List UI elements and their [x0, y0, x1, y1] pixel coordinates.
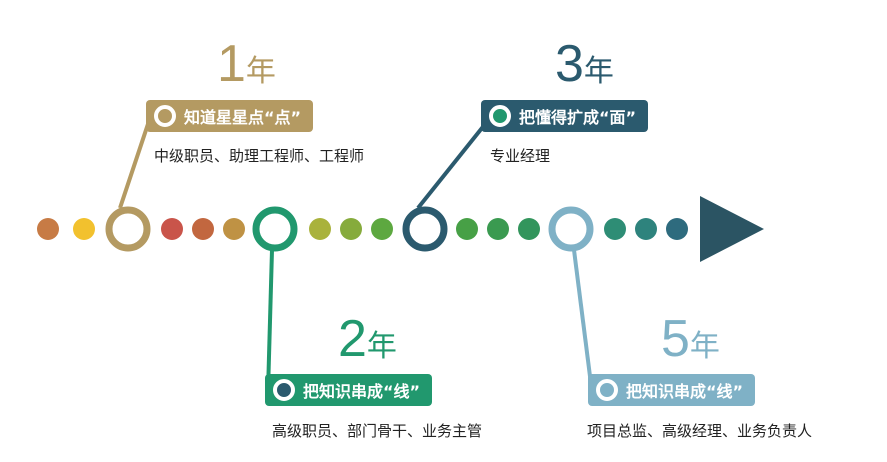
- year-5-label: 5年: [661, 313, 720, 365]
- year-3-number: 3: [555, 35, 584, 93]
- ring-bullet-icon: [596, 379, 618, 401]
- connector-line-2: [266, 249, 274, 393]
- milestone-3-roles: 专业经理: [490, 147, 551, 165]
- year-1-unit: 年: [245, 54, 276, 89]
- year-2-number: 2: [338, 310, 367, 368]
- milestone-5-roles: 项目总监、高级经理、业务负责人: [587, 422, 813, 440]
- timeline-dot: [635, 218, 657, 240]
- timeline-dot: [192, 218, 214, 240]
- timeline-dot: [518, 218, 540, 240]
- ring-bullet-icon: [154, 105, 176, 127]
- milestone-2-roles: 高级职员、部门骨干、业务主管: [272, 422, 483, 440]
- milestone-ring-5: [548, 206, 594, 252]
- timeline-dot: [309, 218, 331, 240]
- timeline-dot: [456, 218, 478, 240]
- milestone-5-badge-text: 把知识串成“线”: [626, 382, 744, 401]
- ring-bullet-icon: [273, 379, 295, 401]
- timeline-dot: [666, 218, 688, 240]
- timeline-dot: [604, 218, 626, 240]
- year-1-number: 1: [217, 35, 246, 93]
- ring-bullet-icon: [489, 105, 511, 127]
- year-5-unit: 年: [689, 329, 720, 364]
- timeline-dot: [371, 218, 393, 240]
- timeline-dot: [340, 218, 362, 240]
- year-5-number: 5: [661, 310, 690, 368]
- year-3-label: 3年: [555, 38, 614, 90]
- milestone-5-badge: 把知识串成“线”: [588, 374, 756, 406]
- year-2-unit: 年: [366, 329, 397, 364]
- connector-line-3: [416, 116, 492, 210]
- milestone-1-badge: 知道星星点“点”: [146, 100, 314, 132]
- timeline-dot: [161, 218, 183, 240]
- timeline-dot: [223, 218, 245, 240]
- connector-line-1: [118, 117, 152, 209]
- milestone-1-roles: 中级职员、助理工程师、工程师: [154, 147, 365, 165]
- connector-line-5: [572, 249, 594, 393]
- year-1-label: 1年: [217, 38, 276, 90]
- milestone-3-badge: 把懂得扩成“面”: [481, 100, 649, 132]
- year-2-label: 2年: [338, 313, 397, 365]
- milestone-ring-3: [402, 206, 448, 252]
- milestone-ring-1: [105, 206, 151, 252]
- milestone-ring-2: [252, 206, 298, 252]
- milestone-2-badge: 把知识串成“线”: [265, 374, 433, 406]
- timeline-dot: [487, 218, 509, 240]
- milestone-2-badge-text: 把知识串成“线”: [303, 382, 421, 401]
- milestone-3-badge-text: 把懂得扩成“面”: [519, 108, 637, 127]
- timeline-dot: [73, 218, 95, 240]
- year-3-unit: 年: [583, 54, 614, 89]
- timeline-arrowhead: [700, 196, 764, 262]
- milestone-1-badge-text: 知道星星点“点”: [184, 108, 302, 127]
- timeline-dot: [37, 218, 59, 240]
